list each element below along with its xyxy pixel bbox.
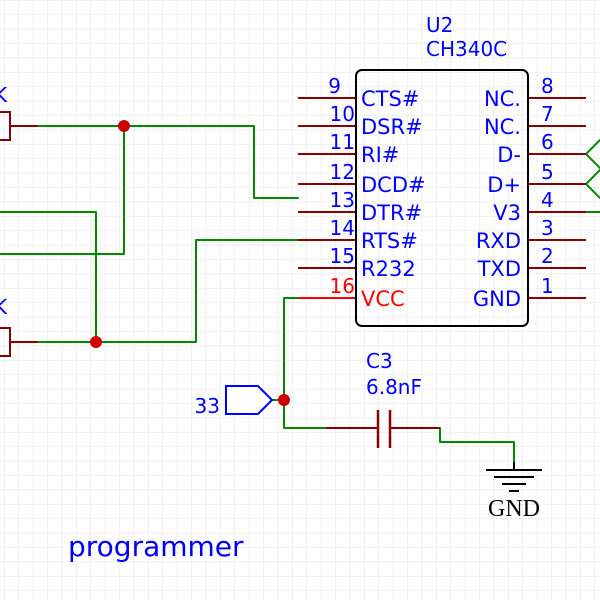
pin-number: 7 [541,102,554,126]
capacitor-c3[interactable] [326,410,440,448]
pin-name: DSR# [361,115,423,139]
pin-number: 13 [330,188,355,212]
pin-number: 2 [541,244,554,268]
partial-resistors [0,111,38,357]
pin-name: DTR# [361,201,422,225]
pin-name: VCC [361,287,405,311]
u2-left-pin-numbers: 9 10 11 12 13 14 15 16 [328,74,355,298]
wire-cap-gnd [439,427,515,463]
wire-vcc [283,297,327,429]
resistor-bottom-label: K [0,295,8,319]
pin-name: D- [497,143,521,167]
cap-value: 6.8nF [366,375,422,399]
u2-ref: U2 [426,13,453,37]
junction-dot [278,394,290,406]
pin-number: 14 [330,216,355,240]
pin-name: NC. [484,115,521,139]
ground-label: GND [488,496,540,522]
u2-pin-lines [298,97,586,299]
pin-name: GND [473,287,521,311]
pin-name: RI# [361,143,399,167]
u2-right-pin-numbers: 8 7 6 5 4 3 2 1 [541,74,554,298]
net-port-label: 33 [195,394,220,418]
cap-ref: C3 [366,349,393,373]
pin-number: 12 [330,160,355,184]
pin-name: D+ [487,173,521,197]
wire-left-mid [0,211,97,343]
junctions [90,120,290,406]
pin-name: R232 [361,257,416,281]
pin-name: NC. [484,87,521,111]
wire-bottom-resistor [37,239,299,343]
sheet-label: programmer [68,530,244,563]
resistor-top-label: K [0,83,8,107]
pin-number: 9 [328,74,341,98]
pin-name: V3 [493,201,521,225]
u2-value: CH340C [426,37,507,61]
pin-number: 6 [541,130,554,154]
pin-number: 11 [330,130,355,154]
u2-left-pin-names: CTS# DSR# RI# DCD# DTR# RTS# R232 VCC [361,87,426,311]
wire-top-junction-down [0,125,125,255]
junction-dot [118,120,130,132]
pin-number: 4 [541,188,554,212]
pin-number: 8 [541,74,554,98]
ground-icon [486,462,542,492]
pin-number: 1 [541,274,554,298]
wire-top-resistor [37,125,299,199]
pin-number: 3 [541,216,554,240]
pin-number: 10 [330,102,355,126]
pin-name: CTS# [361,87,419,111]
junction-dot [90,336,102,348]
pin-name: DCD# [361,173,426,197]
net-port-flag[interactable] [225,385,274,415]
pin-name: RTS# [361,229,418,253]
pin-name: TXD [477,257,521,281]
u2-body [355,69,529,327]
wires [0,125,600,463]
pin-name: RXD [476,229,521,253]
pin-number: 15 [330,244,355,268]
wire-usb-d [585,139,600,199]
u2-right-pin-names: NC. NC. D- D+ V3 RXD TXD GND [473,87,521,311]
pin-number: 5 [541,160,554,184]
pin-number: 16 [330,274,355,298]
